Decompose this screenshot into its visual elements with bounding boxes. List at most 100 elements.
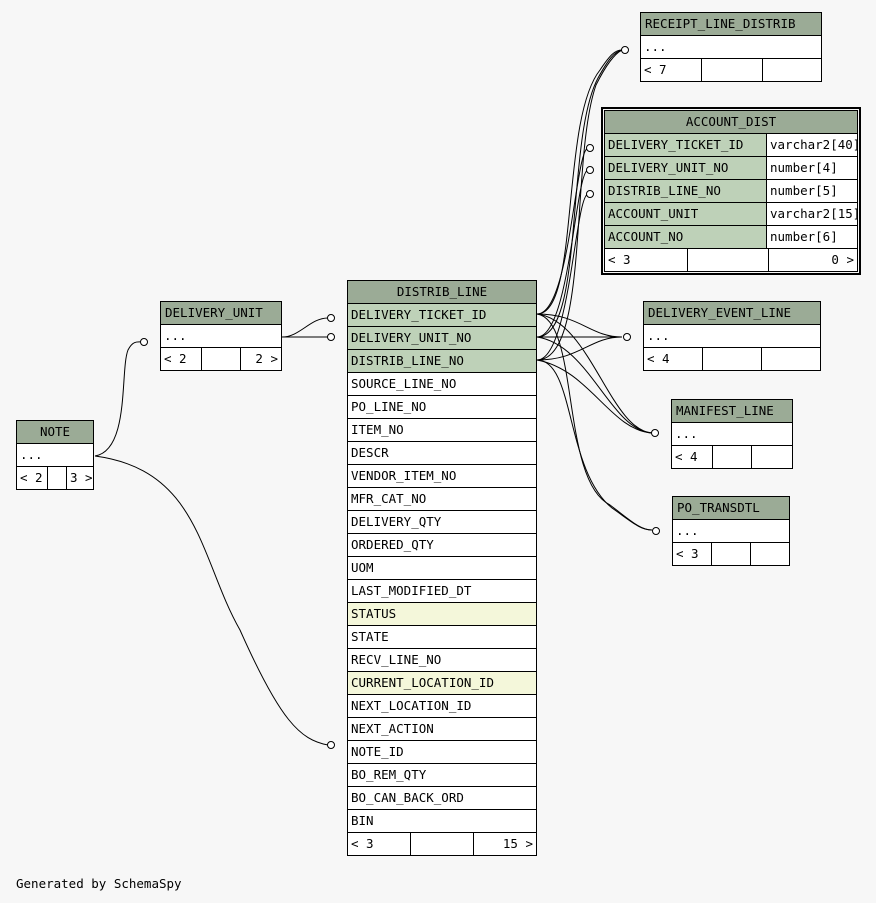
- crowfoot-account-1: [586, 144, 594, 152]
- table-delivery-unit[interactable]: DELIVERY_UNIT ... < 2 2 >: [160, 301, 282, 371]
- column-uom: UOM: [351, 560, 374, 575]
- child-count: 15 >: [473, 833, 536, 855]
- child-count: [750, 543, 789, 565]
- edge-distrib-line-manifest-3: [536, 359, 653, 434]
- table-title: PO_TRANSDTL: [673, 497, 789, 520]
- table-row: ...: [164, 328, 187, 343]
- edge-distrib-line-receipt-2: [536, 49, 623, 338]
- column-po-line-no: PO_LINE_NO: [351, 399, 427, 414]
- crowfoot-account-3: [586, 190, 594, 198]
- edge-distrib-line-po-1: [536, 313, 653, 531]
- table-title: NOTE: [17, 421, 93, 444]
- edge-distrib-line-account-1: [536, 147, 589, 315]
- footer-middle: [47, 467, 66, 489]
- table-row: ...: [676, 523, 699, 538]
- generated-by-label: Generated by SchemaSpy: [16, 876, 182, 891]
- parent-count: < 3: [676, 546, 699, 561]
- column-vendor-item-no: VENDOR_ITEM_NO: [351, 468, 457, 483]
- edge-distrib-line-po-2: [536, 359, 653, 531]
- column-type: number[6]: [766, 226, 857, 248]
- table-po-transdtl[interactable]: PO_TRANSDTL ... < 3: [672, 496, 790, 566]
- column-name: DISTRIB_LINE_NO: [608, 183, 721, 198]
- table-title: DISTRIB_LINE: [348, 281, 536, 304]
- crowfoot-manifest: [651, 429, 659, 437]
- column-state: STATE: [351, 629, 389, 644]
- footer-middle: [702, 348, 761, 370]
- crowfoot-distrib-line-unit: [327, 333, 335, 341]
- column-name: DELIVERY_UNIT_NO: [608, 160, 729, 175]
- parent-count: < 2: [20, 470, 43, 485]
- table-title: DELIVERY_UNIT: [161, 302, 281, 325]
- parent-count: < 7: [644, 62, 667, 77]
- column-delivery-ticket-id: DELIVERY_TICKET_ID: [351, 307, 487, 322]
- column-ordered-qty: ORDERED_QTY: [351, 537, 434, 552]
- edge-distrib-line-account-3: [536, 193, 589, 361]
- column-distrib-line-no: DISTRIB_LINE_NO: [351, 353, 464, 368]
- column-bin: BIN: [351, 813, 374, 828]
- column-status: STATUS: [351, 606, 397, 621]
- table-account-dist[interactable]: ACCOUNT_DIST DELIVERY_TICKET_ID varchar2[…: [601, 107, 861, 275]
- child-count: [751, 446, 792, 468]
- table-note[interactable]: NOTE ... < 2 3 >: [16, 420, 94, 490]
- table-manifest-line[interactable]: MANIFEST_LINE ... < 4: [671, 399, 793, 469]
- parent-count: < 3: [608, 252, 631, 267]
- parent-count: < 4: [647, 351, 670, 366]
- parent-count: < 4: [675, 449, 698, 464]
- child-count: 2 >: [240, 348, 281, 370]
- edge-distrib-line-manifest-1: [536, 313, 653, 434]
- column-type: number[5]: [766, 180, 857, 202]
- table-title: RECEIPT_LINE_DISTRIB: [641, 13, 821, 36]
- footer-middle: [201, 348, 240, 370]
- table-delivery-event-line[interactable]: DELIVERY_EVENT_LINE ... < 4: [643, 301, 821, 371]
- column-bo-can-back-ord: BO_CAN_BACK_ORD: [351, 790, 464, 805]
- column-last-modified-dt: LAST_MODIFIED_DT: [351, 583, 472, 598]
- table-distrib-line[interactable]: DISTRIB_LINE DELIVERY_TICKET_ID DELIVERY…: [347, 280, 537, 856]
- column-source-line-no: SOURCE_LINE_NO: [351, 376, 457, 391]
- table-title: MANIFEST_LINE: [672, 400, 792, 423]
- edge-distrib-line-account-2: [536, 169, 589, 338]
- column-type: number[4]: [766, 157, 857, 179]
- crowfoot-delivery-unit: [140, 338, 148, 346]
- crowfoot-event: [623, 333, 631, 341]
- table-row: ...: [20, 447, 43, 462]
- table-receipt-line-distrib[interactable]: RECEIPT_LINE_DISTRIB ... < 7: [640, 12, 822, 82]
- column-name: ACCOUNT_NO: [608, 229, 684, 244]
- crowfoot-distrib-line-note: [327, 741, 335, 749]
- table-title: DELIVERY_EVENT_LINE: [644, 302, 820, 325]
- footer-middle: [711, 543, 750, 565]
- parent-count: < 2: [164, 351, 187, 366]
- column-bo-rem-qty: BO_REM_QTY: [351, 767, 427, 782]
- footer-middle: [687, 249, 768, 271]
- crowfoot-distrib-line-ticket: [327, 314, 335, 322]
- child-count: 3 >: [66, 467, 93, 489]
- edge-delivery-unit-distrib-line-1: [281, 317, 329, 338]
- column-delivery-unit-no: DELIVERY_UNIT_NO: [351, 330, 472, 345]
- table-row: ...: [644, 39, 667, 54]
- table-title: ACCOUNT_DIST: [605, 111, 857, 134]
- column-name: DELIVERY_TICKET_ID: [608, 137, 744, 152]
- column-next-location-id: NEXT_LOCATION_ID: [351, 698, 472, 713]
- column-type: varchar2[40]: [766, 134, 857, 156]
- column-note-id: NOTE_ID: [351, 744, 404, 759]
- edge-distrib-line-receipt-1: [536, 49, 623, 315]
- column-recv-line-no: RECV_LINE_NO: [351, 652, 442, 667]
- parent-count: < 3: [351, 836, 374, 851]
- column-name: ACCOUNT_UNIT: [608, 206, 699, 221]
- edge-distrib-line-event-3: [536, 336, 623, 361]
- crowfoot-account-2: [586, 166, 594, 174]
- column-next-action: NEXT_ACTION: [351, 721, 434, 736]
- table-row: ...: [647, 328, 670, 343]
- column-delivery-qty: DELIVERY_QTY: [351, 514, 442, 529]
- child-count: [762, 59, 821, 81]
- edge-note-distrib-line: [94, 455, 329, 746]
- crowfoot-receipt: [621, 46, 629, 54]
- footer-middle: [712, 446, 751, 468]
- table-row: ...: [675, 426, 698, 441]
- child-count: 0 >: [768, 249, 857, 271]
- column-descr: DESCR: [351, 445, 389, 460]
- column-type: varchar2[15]: [766, 203, 857, 225]
- edge-note-delivery-unit: [94, 341, 144, 457]
- edge-distrib-line-event-1: [536, 313, 623, 338]
- edge-distrib-line-manifest-2: [536, 336, 653, 434]
